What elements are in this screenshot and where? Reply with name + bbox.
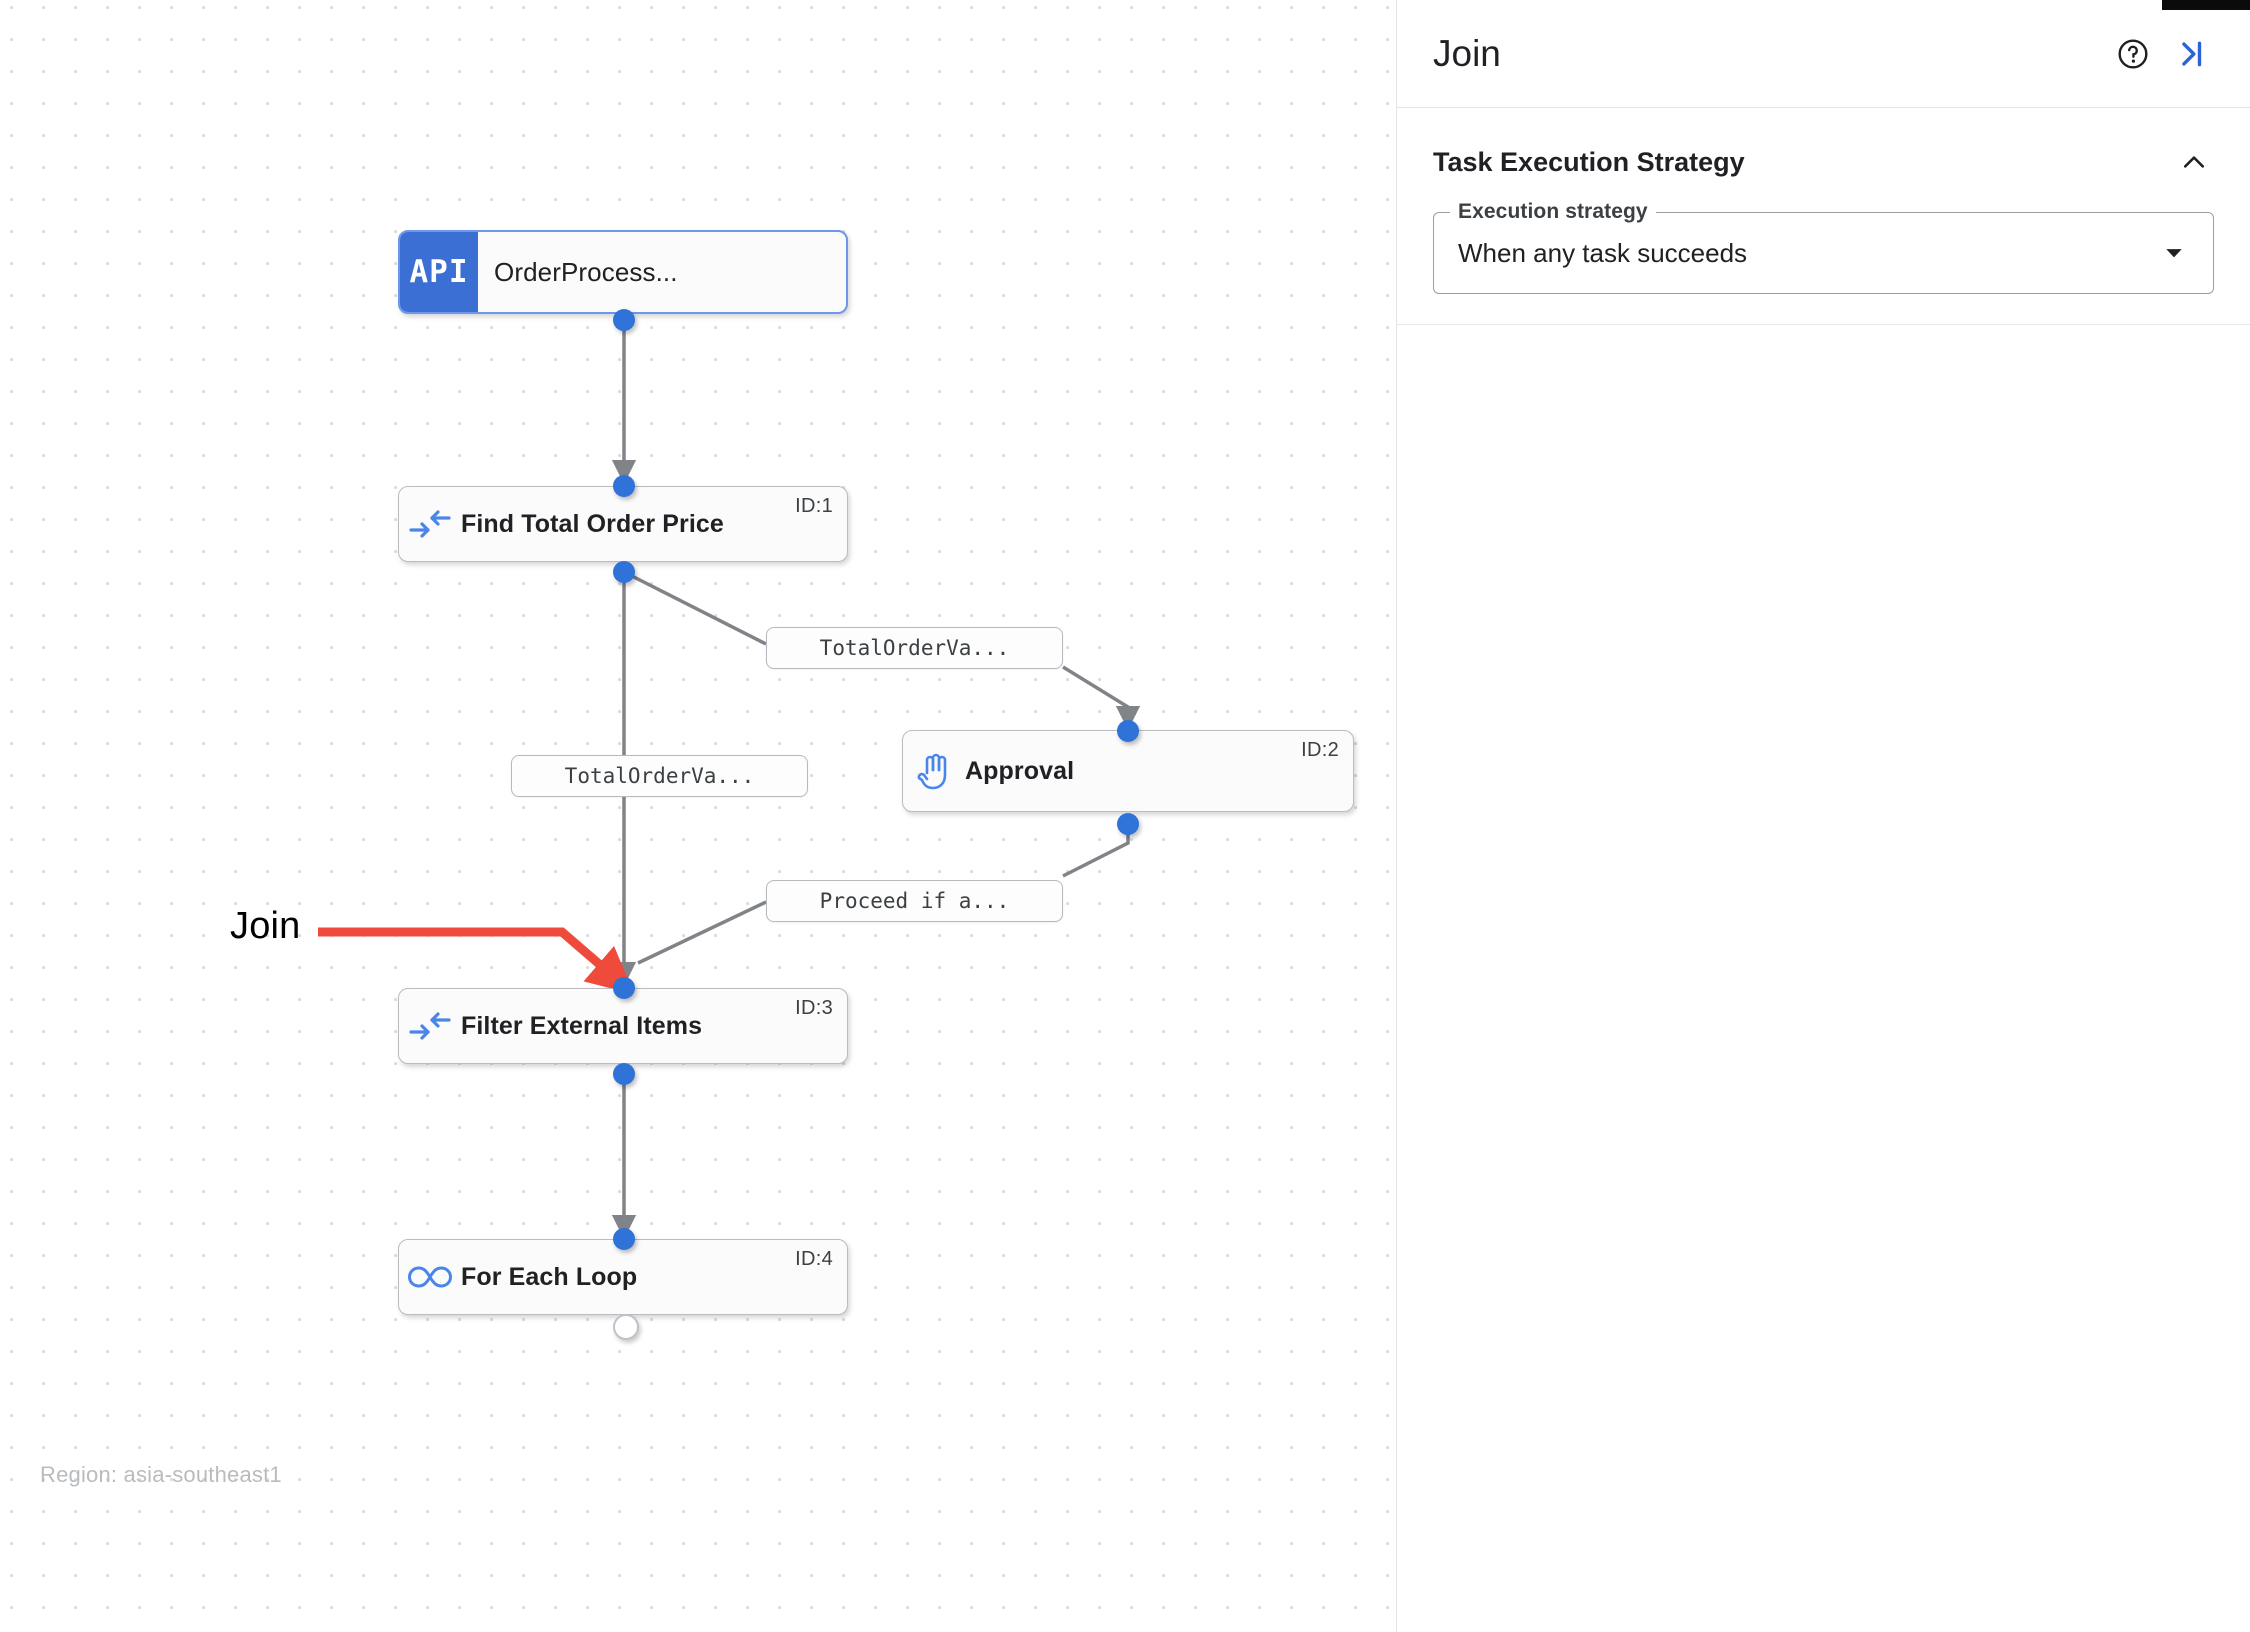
workflow-canvas[interactable]: Join API OrderProcess... Find Total Orde…	[0, 0, 1396, 1632]
node-id-approval: ID:2	[1301, 739, 1339, 761]
execution-strategy-label: Execution strategy	[1450, 200, 1656, 224]
chevron-up-icon[interactable]	[2174, 142, 2214, 182]
section-title: Task Execution Strategy	[1433, 146, 1745, 177]
execution-strategy-value: When any task succeeds	[1458, 237, 1748, 268]
node-title-order-process: OrderProcess...	[494, 256, 678, 287]
node-approval[interactable]: Approval ID:2	[902, 730, 1354, 812]
node-for-each-loop-output-dot[interactable]	[613, 1314, 639, 1340]
edge-approval-to-filter-b	[637, 900, 767, 965]
merge-arrows-icon	[399, 509, 461, 539]
region-note: Region: asia-southeast1	[40, 1462, 282, 1487]
collapse-panel-icon[interactable]	[2168, 31, 2214, 77]
edge-label-total-order-value-2[interactable]: TotalOrderVa...	[511, 755, 808, 797]
edge-label-total-order-value-1[interactable]: TotalOrderVa...	[766, 627, 1063, 669]
node-approval-input-dot[interactable]	[1117, 720, 1139, 742]
node-for-each-loop-input-dot[interactable]	[613, 1228, 635, 1250]
node-order-process-output-dot[interactable]	[613, 309, 635, 331]
node-filter-external-items[interactable]: Filter External Items ID:3	[398, 988, 848, 1064]
node-title-approval: Approval	[965, 756, 1075, 785]
node-order-process[interactable]: API OrderProcess...	[398, 230, 848, 314]
node-title-filter-external-items: Filter External Items	[461, 1011, 703, 1040]
properties-panel: Join Task Execution Strategy	[1396, 0, 2250, 1632]
task-execution-strategy-section: Task Execution Strategy Execution strate…	[1397, 108, 2250, 325]
edge-find-to-approval-b	[1062, 665, 1141, 731]
node-title-find-total-order-price: Find Total Order Price	[461, 509, 724, 538]
node-for-each-loop[interactable]: For Each Loop ID:4	[398, 1239, 848, 1315]
edge-find-to-approval-a	[623, 570, 767, 646]
node-title-for-each-loop: For Each Loop	[461, 1262, 638, 1291]
node-find-output-dot[interactable]	[613, 561, 635, 583]
window-edge-nub	[2162, 0, 2250, 10]
help-circle-icon[interactable]	[2110, 31, 2156, 77]
annotation-arrow	[318, 927, 635, 995]
panel-header: Join	[1397, 0, 2250, 108]
node-find-total-order-price[interactable]: Find Total Order Price ID:1	[398, 486, 848, 562]
node-filter-input-dot[interactable]	[613, 977, 635, 999]
node-id-filter-external-items: ID:3	[795, 997, 833, 1019]
hand-raised-icon	[903, 751, 965, 791]
execution-strategy-select[interactable]: Execution strategy When any task succeed…	[1433, 200, 2214, 294]
node-id-for-each-loop: ID:4	[795, 1248, 833, 1270]
panel-title: Join	[1433, 32, 1501, 74]
node-id-find-total-order-price: ID:1	[795, 495, 833, 517]
section-header[interactable]: Task Execution Strategy	[1433, 142, 2214, 182]
edge-approval-to-filter-a	[1062, 824, 1130, 878]
chevron-down-icon[interactable]	[2159, 242, 2189, 264]
api-badge-icon: API	[400, 232, 478, 312]
annotation-label-join: Join	[230, 905, 301, 947]
merge-arrows-icon	[399, 1011, 461, 1041]
edge-label-proceed-if-approved[interactable]: Proceed if a...	[766, 880, 1063, 922]
node-approval-output-dot[interactable]	[1117, 813, 1139, 835]
node-filter-output-dot[interactable]	[613, 1063, 635, 1085]
infinity-icon	[399, 1264, 461, 1290]
node-find-input-dot[interactable]	[613, 475, 635, 497]
